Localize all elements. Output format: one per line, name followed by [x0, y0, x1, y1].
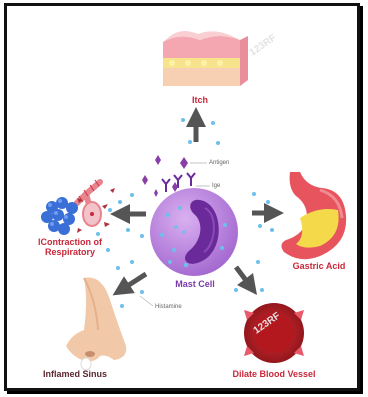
- ige-label: Ige: [212, 183, 220, 189]
- mast-cell-label: Mast Cell: [170, 280, 220, 290]
- histamine-label: Histamine: [155, 304, 182, 310]
- inflamed-sinus-label: Inflamed Sinus: [28, 370, 122, 380]
- mast-cell-icon: [150, 173, 238, 276]
- lung-icon: [41, 180, 115, 235]
- dilate-blood-vessel-label: Dilate Blood Vessel: [224, 370, 324, 380]
- nose-icon: [66, 277, 126, 370]
- skin-icon: [163, 31, 248, 86]
- gastric-acid-label: Gastric Acid: [284, 262, 354, 272]
- antigen-label: Antigen: [209, 160, 229, 166]
- respiratory-label-line2: Respiratory: [28, 248, 112, 258]
- itch-label: Itch: [180, 96, 220, 106]
- stomach-icon: [281, 172, 346, 259]
